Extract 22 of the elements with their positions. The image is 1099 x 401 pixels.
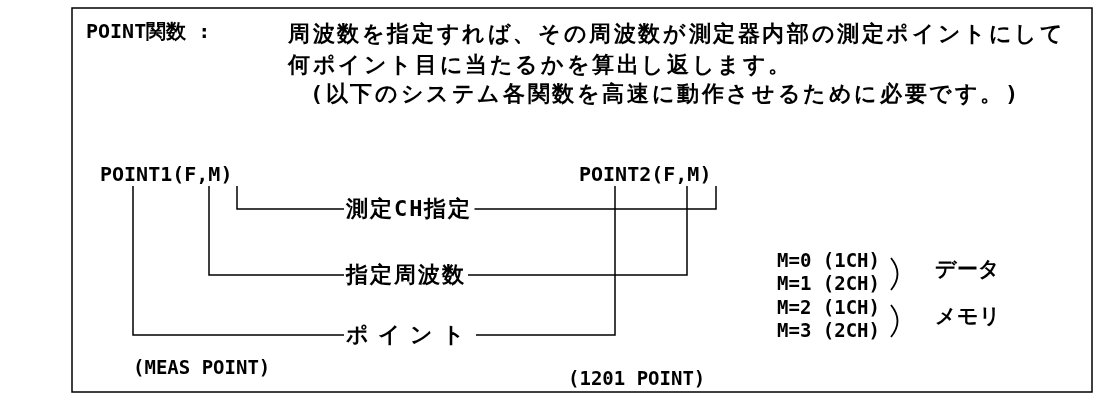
parameter-value: M=2 (1CH) (777, 297, 880, 318)
value-meaning: メモリ (935, 305, 1001, 329)
function-syntax: POINT2(F,M) (579, 163, 712, 185)
note-text: (以下のシステム各関数を高速に動作させるために必要です。) (310, 82, 1021, 107)
annotation-text: 測定CH指定 (346, 197, 473, 222)
caption-text: (MEAS POINT) (133, 357, 271, 378)
function-syntax: POINT1(F,M) (100, 163, 233, 185)
description-text: 周波数を指定すれば、その周波数が測定器内部の測定ポイントにして何ポイント目に当たるかを算出し返します。 (288, 20, 1067, 79)
caption-text: (1201 POINT) (568, 368, 706, 389)
annotation-text: ポイント (346, 323, 474, 348)
parameter-value: M=1 (2CH) (777, 273, 880, 294)
annotation-text: 指定周波数 (346, 263, 466, 288)
parameter-value: M=0 (1CH) (777, 250, 880, 271)
parameter-value: M=3 (2CH) (777, 320, 880, 341)
leader-line (473, 185, 717, 210)
leader-line (132, 185, 345, 336)
leader-line (208, 185, 345, 276)
function-name: POINT関数 : (86, 20, 211, 42)
leader-line (467, 185, 688, 276)
value-meaning: データ (935, 258, 1000, 282)
leader-line (475, 185, 616, 336)
leader-line (236, 185, 345, 210)
